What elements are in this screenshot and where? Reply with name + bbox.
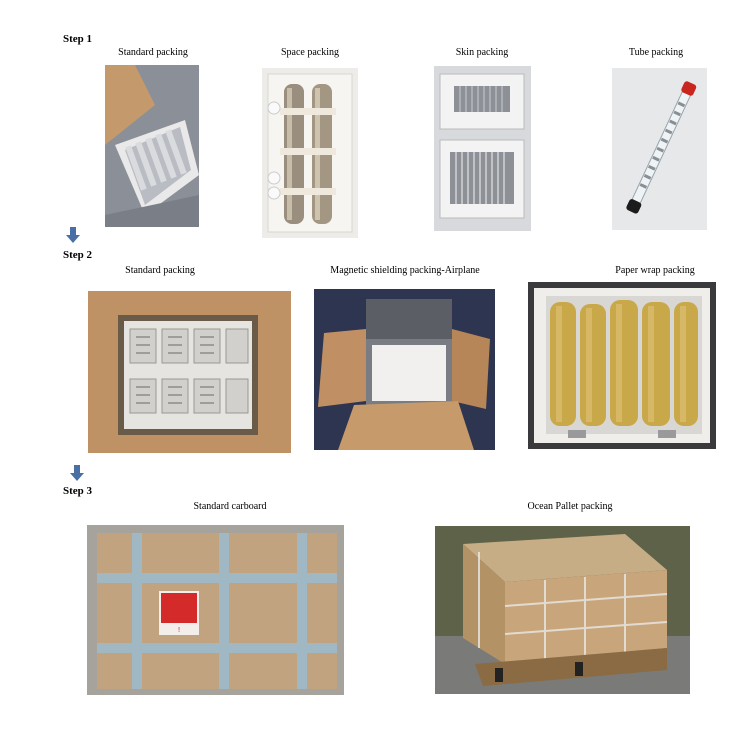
photo-paper-wrap [528,282,716,449]
caption-standard-packing-2: Standard packing [125,265,195,276]
photo-ocean-pallet [435,526,690,694]
photo-standard-carboard: ! [87,525,344,695]
step-3-label: Step 3 [63,485,93,497]
photo-skin-packing [434,66,531,231]
caption-skin-packing: Skin packing [455,47,509,58]
down-arrow-icon [66,227,80,243]
photo-space-packing [262,68,358,238]
photo-standard-packing-2 [88,291,291,453]
photo-standard-packing [105,65,199,227]
down-arrow-icon [70,465,84,481]
step-2-label: Step 2 [63,249,93,261]
svg-text:!: ! [178,626,181,634]
caption-space-packing: Space packing [280,47,340,58]
caption-standard-packing: Standard packing [118,47,188,58]
photo-magnetic-shielding [314,289,495,450]
caption-paper-wrap: Paper wrap packing [615,265,695,276]
photo-tube-packing [612,68,707,230]
step-1-label: Step 1 [63,33,93,45]
caption-standard-carboard: Standard carboard [193,501,267,512]
caption-tube-packing: Tube packing [628,47,684,58]
caption-magnetic-shielding: Magnetic shielding packing-Airplane [330,265,480,276]
caption-ocean-pallet: Ocean Pallet packing [527,501,613,512]
